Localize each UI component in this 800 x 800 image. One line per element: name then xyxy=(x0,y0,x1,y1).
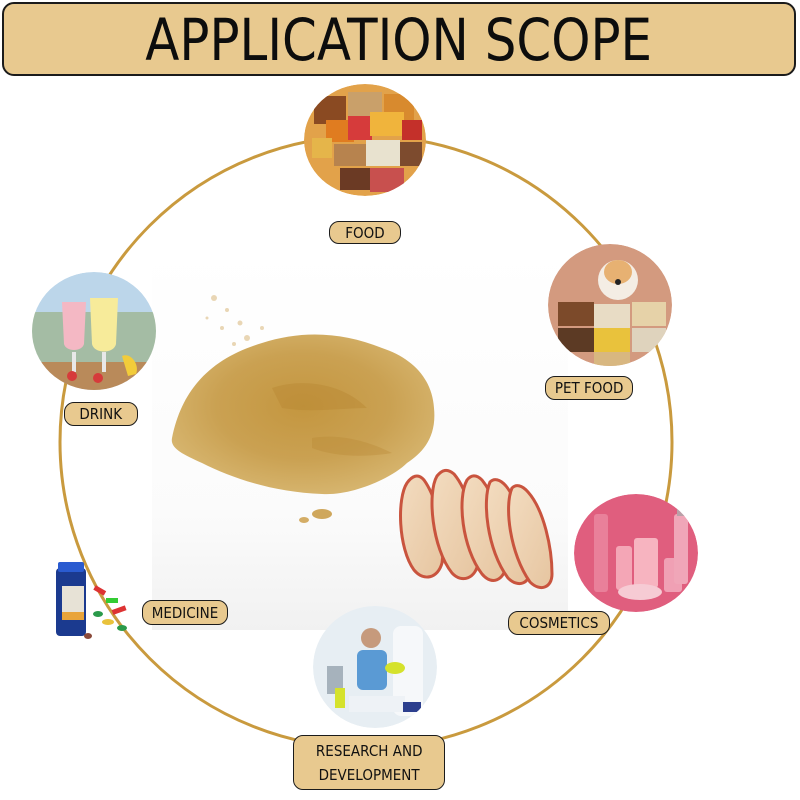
label-cosmetics: COSMETICS xyxy=(508,611,610,635)
food-platter-icon xyxy=(304,84,426,196)
food-image xyxy=(304,84,426,196)
pet-dog-treats-icon xyxy=(548,244,672,366)
label-research-line2: DEVELOPMENT xyxy=(318,765,420,784)
label-pet-food-text: PET FOOD xyxy=(554,379,624,397)
label-medicine-text: MEDICINE xyxy=(151,603,219,622)
pet-food-image xyxy=(548,244,672,366)
research-image xyxy=(313,606,437,728)
drink-image xyxy=(32,272,156,390)
cosmetics-image xyxy=(574,494,698,612)
label-research-development: RESEARCH AND DEVELOPMENT xyxy=(293,735,445,790)
title-banner: APPLICATION SCOPE xyxy=(2,2,796,76)
label-medicine: MEDICINE xyxy=(142,600,228,625)
pill-bottle-icon xyxy=(56,562,127,639)
label-drink-text: DRINK xyxy=(79,405,123,423)
center-product-image xyxy=(152,248,568,630)
label-food-text: FOOD xyxy=(345,223,385,242)
label-food: FOOD xyxy=(329,221,401,244)
label-research-line1: RESEARCH AND xyxy=(315,741,423,760)
cosmetics-bottles-icon xyxy=(574,494,698,612)
page-title: APPLICATION SCOPE xyxy=(145,6,653,74)
label-cosmetics-text: COSMETICS xyxy=(519,614,599,632)
medicine-image xyxy=(48,558,144,644)
label-drink: DRINK xyxy=(64,402,138,426)
powder-and-root-slices-icon xyxy=(171,295,554,590)
smoothie-drinks-icon xyxy=(32,272,156,390)
label-pet-food: PET FOOD xyxy=(545,376,633,400)
laboratory-icon xyxy=(313,606,437,728)
